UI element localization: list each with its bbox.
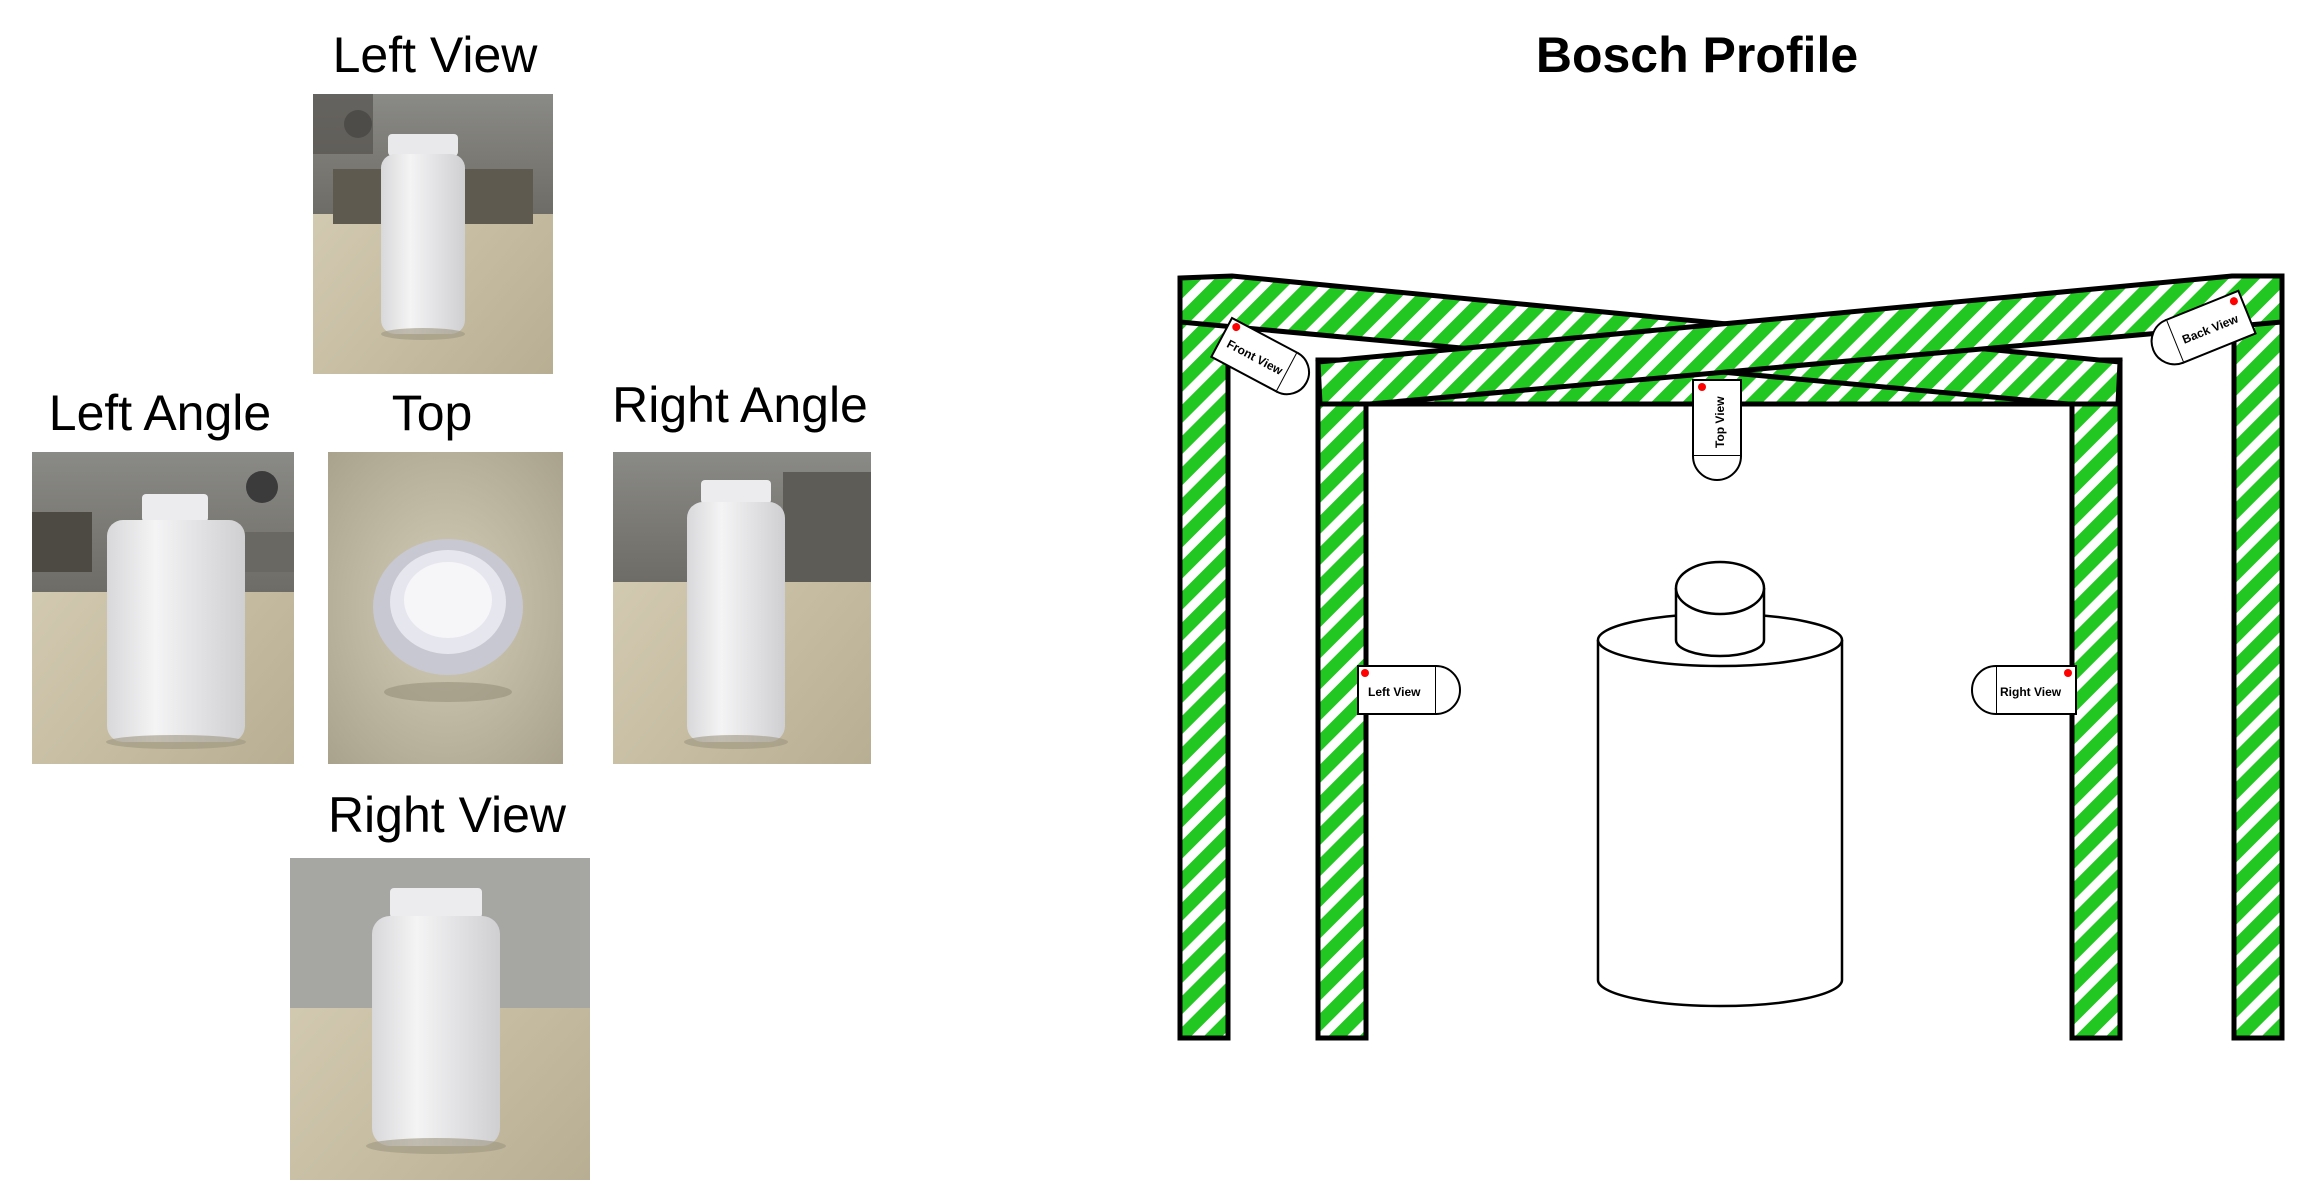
top-view-camera: Top View <box>1692 379 1742 481</box>
left-angle-label: Left Angle <box>48 385 272 441</box>
diagram-title: Bosch Profile <box>1535 27 1859 83</box>
left-view-camera: Left View <box>1357 665 1461 715</box>
back-view-camera: Back View <box>2150 289 2257 366</box>
top-photo <box>328 452 563 764</box>
frame-leg-back-right <box>2069 365 2123 1041</box>
left-angle-photo <box>32 452 294 764</box>
right-angle-label: Right Angle <box>612 377 868 433</box>
right-angle-photo <box>613 452 871 764</box>
right-view-camera: Right View <box>1971 665 2077 715</box>
top-view-camera-label: Top View <box>1713 396 1727 448</box>
frame-beam-right-to-left <box>1315 273 2285 407</box>
right-view-camera-label: Right View <box>2000 685 2062 699</box>
right-view-label: Right View <box>327 787 567 843</box>
right-view-photo <box>290 858 590 1180</box>
left-view-photo <box>313 94 553 374</box>
left-view-label: Left View <box>332 27 538 83</box>
top-label: Top <box>391 385 473 441</box>
left-view-camera-label: Left View <box>1368 685 1421 699</box>
frame-leg-front-left <box>1177 289 1231 1041</box>
frame-leg-front-right <box>2231 289 2285 1041</box>
bottle-cylinder <box>1596 560 1844 1008</box>
